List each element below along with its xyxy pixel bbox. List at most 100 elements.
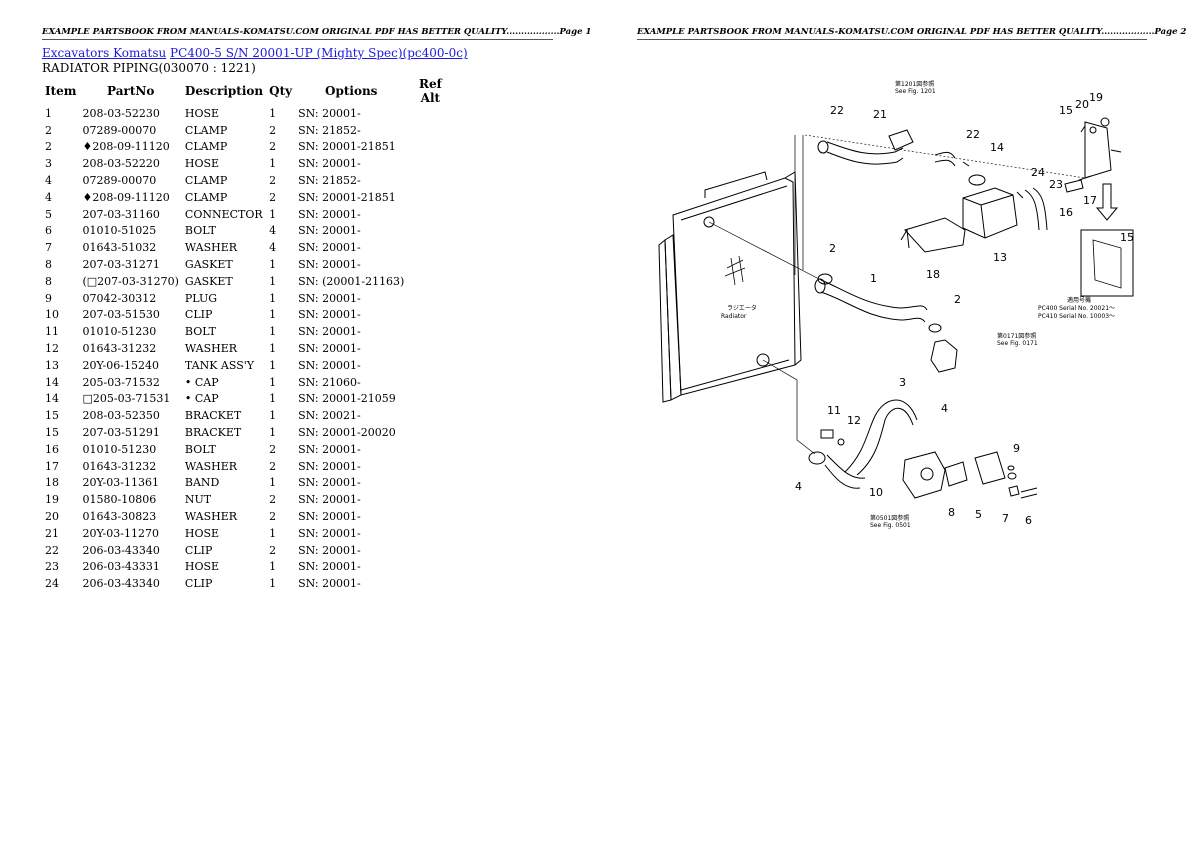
callout-8: 8 [948, 506, 955, 519]
col-header-qty: Qty [269, 84, 293, 98]
cell-partno: 07289-00070 [82, 174, 157, 188]
cell-qty: 1 [269, 375, 277, 389]
note-fig1201: See Fig. 1201 [895, 88, 936, 95]
cell-partno: 206-03-43340 [82, 543, 160, 557]
callout-4b: 4 [795, 480, 802, 493]
parts-table: Item PartNo Description Qty Options Ref … [42, 77, 453, 592]
cell-partno: 20Y-03-11270 [82, 526, 159, 540]
cell-refalt [407, 307, 453, 324]
callout-7: 7 [1002, 512, 1009, 525]
cell-options: SN: 20001-21059 [298, 392, 396, 406]
note-fig0171: See Fig. 0171 [997, 340, 1038, 347]
table-header-row: Item PartNo Description Qty Options Ref … [42, 77, 453, 105]
col-header-item: Item [45, 84, 77, 98]
diagram-callouts: 1 2 2 3 4 4 5 6 7 8 9 10 11 12 13 14 15 … [795, 91, 1134, 527]
cell-partno: 206-03-43340 [82, 577, 160, 591]
cell-partno: 207-03-51291 [82, 426, 160, 440]
callout-18: 18 [926, 268, 940, 281]
cell-options: SN: 20001- [298, 308, 361, 322]
cell-options: SN: 20001- [298, 258, 361, 272]
cell-description: CLIP [184, 543, 213, 557]
cell-options: SN: 21852- [298, 123, 361, 137]
note-fig1201-jp: 第1201図参照 [895, 80, 934, 88]
callout-20: 20 [1075, 98, 1089, 111]
cell-description: GASKET [184, 258, 233, 272]
section-title: RADIATOR PIPING(030070 : 1221) [42, 61, 256, 75]
cell-options: SN: 20001-21851 [298, 190, 396, 204]
cell-partno: 01643-51032 [82, 241, 157, 255]
cell-qty: 2 [269, 140, 277, 154]
callout-15b: 15 [1120, 231, 1134, 244]
cell-description: HOSE [184, 560, 220, 574]
cell-qty: 2 [269, 123, 277, 137]
cell-qty: 2 [269, 174, 277, 188]
cell-item: 4 [45, 190, 52, 204]
cell-item: 15 [45, 426, 59, 440]
note-fig0171-jp: 第0171図参照 [997, 332, 1036, 340]
cell-refalt [407, 508, 453, 525]
cell-partno: 208-03-52350 [82, 409, 160, 423]
cell-description: WASHER [184, 510, 238, 524]
diagram-notes: ラジエータ Radiator 第1201図参照 See Fig. 1201 第0… [721, 80, 1115, 529]
callout-9: 9 [1013, 442, 1020, 455]
breadcrumb-link-model[interactable]: PC400-5 S/N 20001-UP (Mighty Spec)(pc400… [170, 46, 468, 60]
upper-hose-drawing [708, 221, 928, 323]
cell-qty: 2 [269, 190, 277, 204]
cell-partno: 205-03-71532 [82, 375, 160, 389]
cell-options: SN: 20001- [298, 560, 361, 574]
cell-item: 16 [45, 442, 59, 456]
cell-partno: 208-03-52230 [82, 106, 160, 120]
col-header-refalt: Ref Alt [418, 77, 442, 105]
callout-23: 23 [1049, 178, 1063, 191]
cell-refalt [407, 374, 453, 391]
cell-qty: 2 [269, 510, 277, 524]
cell-item: 11 [45, 325, 59, 339]
cell-item: 14 [45, 392, 59, 406]
cell-partno: 07289-00070 [82, 123, 157, 137]
cell-partno: 207-03-31271 [82, 258, 160, 272]
callout-2a: 2 [829, 242, 836, 255]
cell-options: SN: 20001- [298, 325, 361, 339]
cell-description: GASKET [184, 274, 233, 288]
upper-small-hose-drawing [817, 129, 970, 167]
callout-2b: 2 [954, 293, 961, 306]
callout-5: 5 [975, 508, 982, 521]
cell-refalt [407, 407, 453, 424]
cell-qty: 1 [269, 106, 277, 120]
cell-description: PLUG [184, 291, 218, 305]
cell-item: 17 [45, 459, 59, 473]
callout-3: 3 [899, 376, 906, 389]
cell-item: 7 [45, 241, 52, 255]
cell-partno: 01643-31232 [82, 459, 157, 473]
callout-1: 1 [870, 272, 877, 285]
cell-description: BAND [184, 476, 220, 490]
note-fig0501-jp: 第0501図参照 [870, 514, 909, 522]
cell-refalt [407, 340, 453, 357]
cell-refalt [407, 290, 453, 307]
cell-partno: 206-03-43331 [82, 560, 160, 574]
cell-qty: 1 [269, 274, 277, 288]
breadcrumb-link-excavators[interactable]: Excavators Komatsu [42, 46, 167, 60]
cell-description: WASHER [184, 342, 238, 356]
cell-partno: 01010-51230 [82, 442, 157, 456]
cell-options: SN: 20001- [298, 459, 361, 473]
cell-partno: 01580-10806 [82, 493, 157, 507]
bracket-drawing [804, 117, 1122, 193]
cell-options: SN: 20001-20020 [298, 426, 396, 440]
cell-refalt [407, 223, 453, 240]
cell-description: HOSE [184, 106, 220, 120]
cell-item: 12 [45, 342, 59, 356]
cell-item: 3 [45, 157, 52, 171]
cell-qty: 1 [269, 325, 277, 339]
